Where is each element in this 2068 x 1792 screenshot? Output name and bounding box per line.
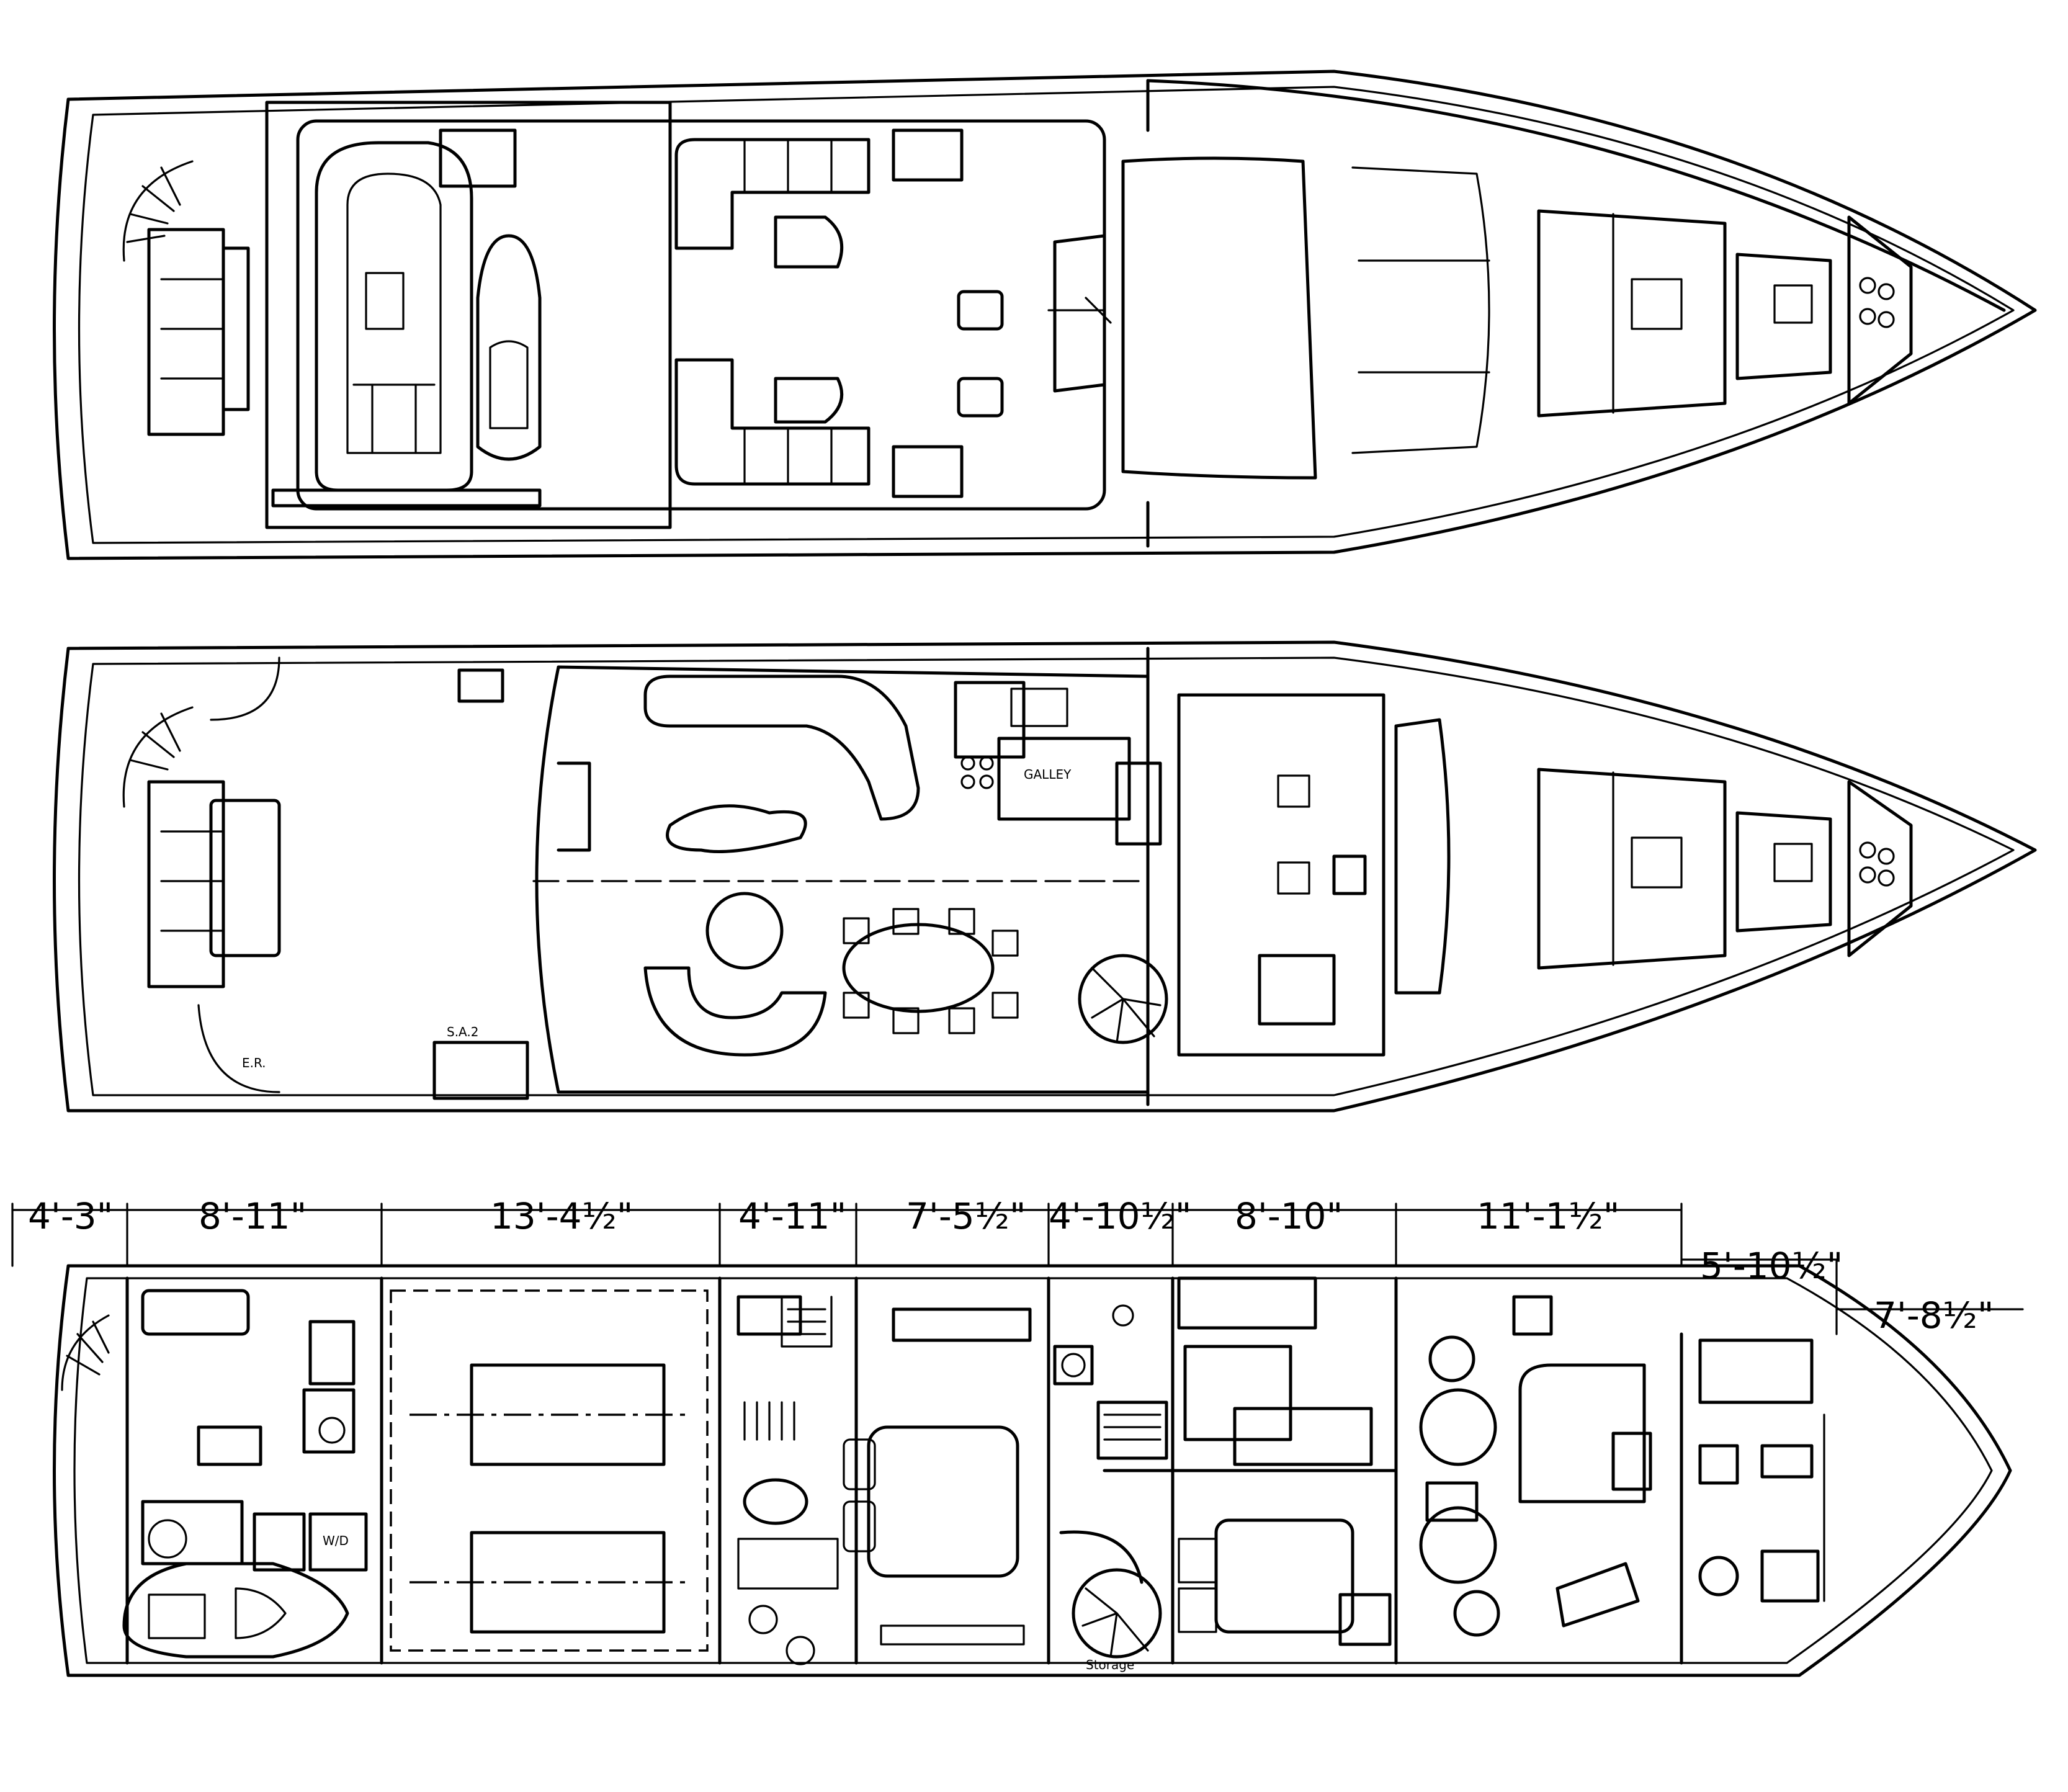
- main-deck-plan: GALLEY: [53, 640, 2037, 1113]
- washer-dryer-label: W/D: [323, 1533, 349, 1548]
- lower-deck-plan: 4'-3" 8'-11" 13'-4½" 4'-11" 7'-5½" 4'-10…: [11, 1195, 2024, 1677]
- galley-label: GALLEY: [1024, 767, 1072, 782]
- dimension-label: 8'-10": [1235, 1195, 1343, 1237]
- lazarette-label: S.A.2: [447, 1024, 478, 1039]
- dimension-label: 4'-11": [738, 1195, 846, 1237]
- dimension-line-group: 4'-3" 8'-11" 13'-4½" 4'-11" 7'-5½" 4'-10…: [11, 1195, 2024, 1337]
- dimension-label: 11'-1½": [1477, 1195, 1619, 1237]
- deck-annotations: S.A.2 E.R.: [242, 1024, 478, 1070]
- dimension-label: 7'-5½": [906, 1195, 1026, 1237]
- dimension-label: 7'-8½": [1874, 1294, 1994, 1337]
- dimension-label: 4'-3": [28, 1195, 113, 1237]
- storage-label: Storage: [1086, 1657, 1134, 1672]
- flybridge-deck-plan: [53, 69, 2037, 560]
- dimension-label: 8'-11": [199, 1195, 307, 1237]
- dimension-label: 13'-4½": [490, 1195, 633, 1237]
- engine-room-label: E.R.: [242, 1055, 266, 1070]
- dimension-label: 5'-10½": [1700, 1245, 1843, 1287]
- dimension-label: 4'-10½": [1049, 1195, 1191, 1237]
